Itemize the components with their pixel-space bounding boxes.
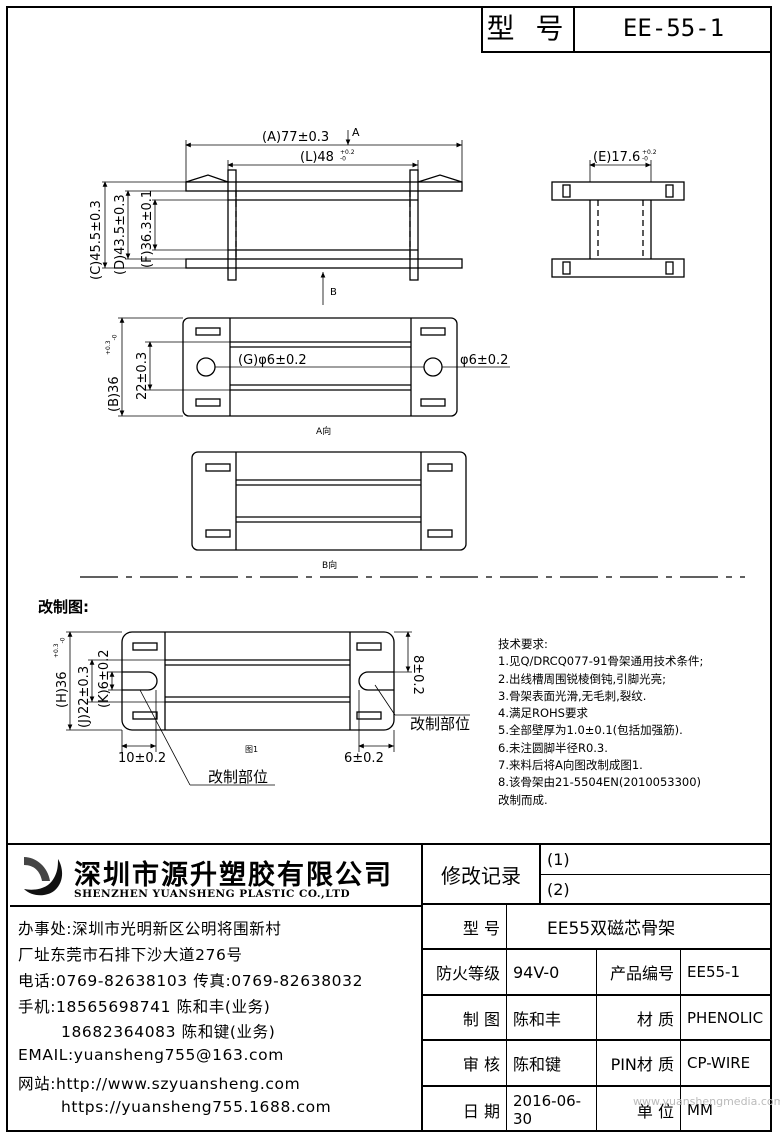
- requirement-item: 6.未注圆脚半径R0.3.: [498, 740, 608, 755]
- divider: [10, 905, 421, 907]
- fire-rating-label: 防火等级: [423, 950, 507, 996]
- dim-h: (H)36: [55, 672, 70, 708]
- material-value: PHENOLIC: [681, 996, 770, 1041]
- title-block: 型 号 EE-55-1: [481, 6, 772, 53]
- mobile-2: 18682364083 陈和键(业务): [61, 1023, 276, 1041]
- revision-2: (2): [541, 875, 770, 905]
- company-name-en: SHENZHEN YUANSHENG PLASTIC CO.,LTD: [74, 888, 351, 900]
- front-view: [102, 130, 463, 305]
- material-label: 材 质: [597, 996, 681, 1041]
- date-value: 2016-06-30: [507, 1087, 597, 1132]
- dim-j: (J)22±0.3: [77, 666, 92, 728]
- dim-d: (D)43.5±0.3: [113, 194, 128, 275]
- dim-phi6: φ6±0.2: [460, 353, 508, 368]
- company-name: 深圳市源升塑胶有限公司: [74, 860, 393, 891]
- dim-l-tol: +0.2-0: [340, 149, 355, 163]
- modify-title: 改制图:: [38, 598, 89, 616]
- dim-e-tol: +0.2-0: [642, 149, 657, 163]
- technical-requirements: 技术要求: 1.见Q/DRCQ077-91骨架通用技术条件; 2.出线槽周围锐棱…: [498, 636, 703, 809]
- side-view: [551, 160, 685, 278]
- date-label: 日 期: [423, 1087, 507, 1132]
- requirement-item: 5.全部壁厚为1.0±0.1(包括加强筋).: [498, 723, 683, 738]
- product-no-value: EE55-1: [681, 950, 770, 996]
- model-value: EE-55-1: [622, 14, 725, 42]
- dim-6: 6±0.2: [344, 751, 384, 766]
- figure-label: 图1: [245, 745, 258, 754]
- drawn-label: 制 图: [423, 996, 507, 1041]
- fire-rating-value: 94V-0: [507, 950, 597, 996]
- drawn-value: 陈和丰: [507, 996, 597, 1041]
- dim-l: (L)48: [300, 150, 334, 165]
- review-label: 审 核: [423, 1041, 507, 1087]
- unit-label: 单 位: [597, 1087, 681, 1132]
- requirement-item: 改制而成.: [498, 792, 548, 807]
- modify-part-right: 改制部位: [410, 715, 470, 733]
- drawing-frame: [6, 6, 772, 1132]
- email: EMAIL:yuansheng755@163.com: [18, 1046, 284, 1064]
- dim-10: 10±0.2: [118, 751, 166, 766]
- dim-c: (C)45.5±0.3: [89, 200, 104, 280]
- mobile-1: 手机:18565698741 陈和丰(业务): [18, 998, 271, 1016]
- view-b-label: B向: [322, 559, 337, 571]
- office-address: 办事处:深圳市光明新区公明将围新村: [18, 920, 282, 938]
- company-info: 深圳市源升塑胶有限公司 SHENZHEN YUANSHENG PLASTIC C…: [6, 845, 423, 1132]
- dim-b: (B)36: [107, 376, 122, 412]
- dim-f: (F)36.3±0.1: [140, 190, 155, 268]
- requirement-item: 8.该骨架由21-5504EN(2010053300): [498, 775, 702, 790]
- dim-e: (E)17.6: [593, 150, 640, 165]
- modify-part-bottom: 改制部位: [208, 768, 268, 786]
- pin-material-label: PIN材 质: [597, 1041, 681, 1087]
- dim-k: (K)6±0.2: [97, 649, 112, 708]
- revision-label: 修改记录: [423, 845, 541, 905]
- website-2: https://yuansheng755.1688.com: [61, 1098, 332, 1116]
- review-value: 陈和键: [507, 1041, 597, 1087]
- dim-8: 8±0.2: [410, 655, 425, 695]
- company-logo-icon: [24, 857, 63, 896]
- info-table: 修改记录 (1) (2) 型 号 EE55双磁芯骨架 防火等级 94V-0 产品…: [423, 845, 780, 1132]
- unit-value: MM: [687, 1100, 713, 1119]
- modified-view: [66, 631, 470, 786]
- watermark: www.yuanshengmedia.com: [633, 1095, 780, 1108]
- dim-a: (A)77±0.3: [262, 130, 329, 145]
- top-view-a: [118, 317, 510, 417]
- phone-fax: 电话:0769-82638103 传真:0769-82638032: [18, 972, 364, 990]
- model-label-cell: 型 号: [423, 905, 507, 950]
- dim-h-tol: +0.3-0: [53, 637, 67, 658]
- bottom-view-b: [191, 451, 467, 551]
- title-block-bottom: 深圳市源升塑胶有限公司 SHENZHEN YUANSHENG PLASTIC C…: [6, 843, 780, 1132]
- view-a-label: A向: [316, 425, 331, 437]
- product-no-label: 产品编号: [597, 950, 681, 996]
- pin-material-value: CP-WIRE: [681, 1041, 770, 1087]
- model-value-cell: EE55双磁芯骨架: [507, 905, 770, 950]
- dim-g: (G)φ6±0.2: [238, 353, 307, 368]
- requirement-item: 4.满足ROHS要求: [498, 706, 588, 721]
- requirement-item: 2.出线槽周围锐棱倒钝,引脚光亮;: [498, 671, 667, 686]
- requirement-item: 3.骨架表面光滑,无毛刺,裂纹.: [498, 688, 647, 703]
- website-1: 网站:http://www.szyuansheng.com: [18, 1075, 301, 1093]
- model-label: 型 号: [483, 6, 575, 51]
- revision-1: (1): [541, 845, 770, 875]
- dim-22: 22±0.3: [135, 352, 150, 400]
- arrow-a-label: A: [352, 126, 360, 139]
- technical-drawing: (A)77±0.3 A (L)48 +0.2-0 (C)45.5±0.3 (D)…: [38, 126, 745, 786]
- requirements-title: 技术要求:: [498, 637, 548, 651]
- requirement-item: 7.来料后将A向图改制成图1.: [498, 758, 643, 773]
- dim-b-tol: +0.3-0: [105, 334, 119, 355]
- factory-address: 厂址东莞市石排下沙大道276号: [18, 946, 243, 964]
- arrow-b-label: B: [330, 287, 337, 298]
- requirement-item: 1.见Q/DRCQ077-91骨架通用技术条件;: [498, 654, 704, 669]
